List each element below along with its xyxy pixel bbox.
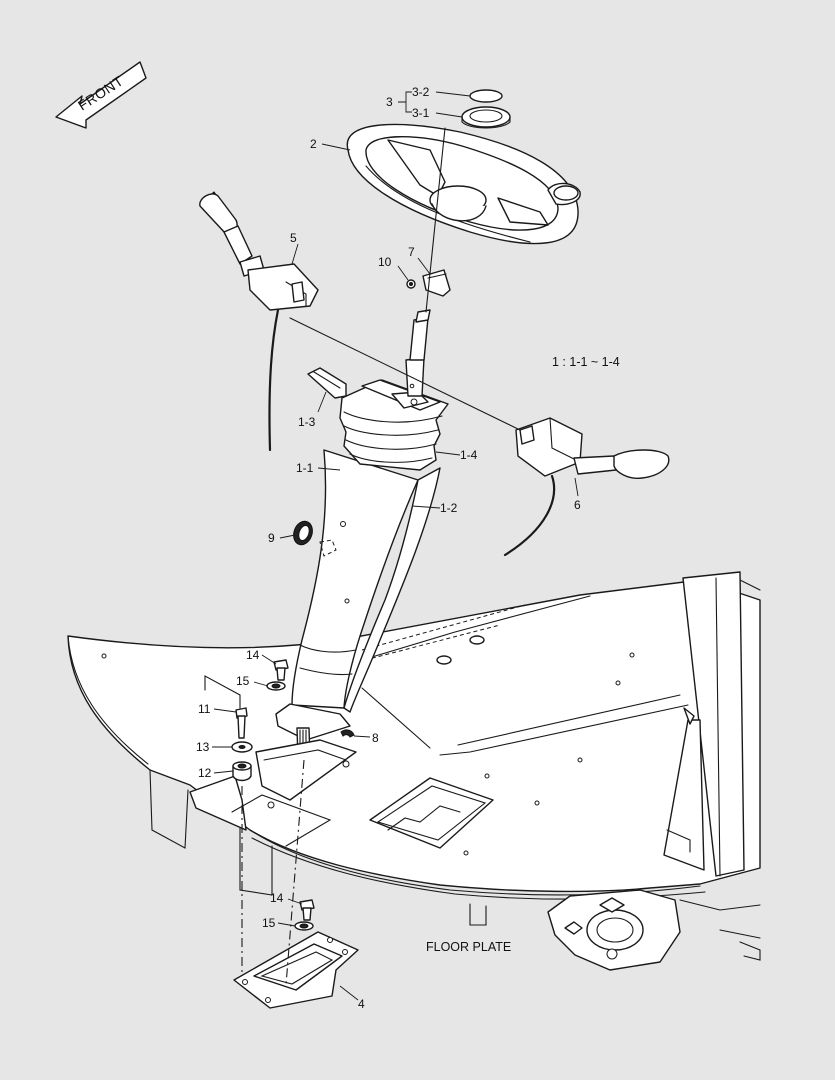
callout-7: 7 (408, 245, 415, 259)
bolt-14-upper (273, 659, 289, 681)
bushing-12 (232, 761, 252, 782)
steering-column (255, 449, 441, 809)
steering-shaft (405, 309, 431, 397)
callout-12: 12 (198, 766, 212, 780)
cover-plate-4 (233, 931, 359, 1009)
callout-3-1: 3-1 (412, 106, 430, 120)
callout-10: 10 (378, 255, 392, 269)
washer-15-upper (266, 681, 286, 691)
callout-1-4: 1-4 (460, 448, 478, 462)
callout-8: 8 (372, 731, 379, 745)
callout-15-lower: 15 (262, 916, 276, 930)
grommet-9 (293, 520, 313, 546)
washer-15-lower (294, 921, 314, 931)
callout-4: 4 (358, 997, 365, 1011)
bolt-11 (235, 707, 248, 739)
callout-14-upper: 14 (246, 648, 260, 662)
lever-1-3 (307, 367, 347, 399)
washer-13 (231, 741, 253, 753)
floor-plate (67, 579, 761, 900)
callout-6: 6 (574, 498, 581, 512)
bolt-14-lower (299, 899, 315, 921)
front-arrow: FRONT (55, 61, 147, 129)
nut-7 (422, 269, 451, 297)
lever-link-line (289, 317, 521, 431)
floor-plate-label: FLOOR PLATE (426, 940, 511, 954)
callout-13: 13 (196, 740, 210, 754)
callout-1-3: 1-3 (298, 415, 316, 429)
screw-10 (406, 279, 416, 289)
rubber-boot (339, 379, 449, 471)
center-line-wheel (425, 127, 446, 313)
callouts: 3-2 3-1 3 2 5 7 10 1-3 1-4 1-1 1-2 6 9 1… (196, 85, 581, 1011)
switch-lever-right (503, 417, 670, 557)
steering-wheel (346, 123, 581, 245)
range-note: 1 : 1-1 ~ 1-4 (552, 355, 620, 369)
callout-5: 5 (290, 231, 297, 245)
rear-post (469, 571, 761, 971)
switch-lever-left (199, 191, 319, 452)
callout-9: 9 (268, 531, 275, 545)
callout-3: 3 (386, 95, 393, 109)
callout-2: 2 (310, 137, 317, 151)
callout-1-2: 1-2 (440, 501, 458, 515)
callout-14-lower: 14 (270, 891, 284, 905)
callout-15-upper: 15 (236, 674, 250, 688)
callout-11: 11 (198, 702, 211, 716)
callout-3-2: 3-2 (412, 85, 430, 99)
callout-1-1: 1-1 (296, 461, 314, 475)
